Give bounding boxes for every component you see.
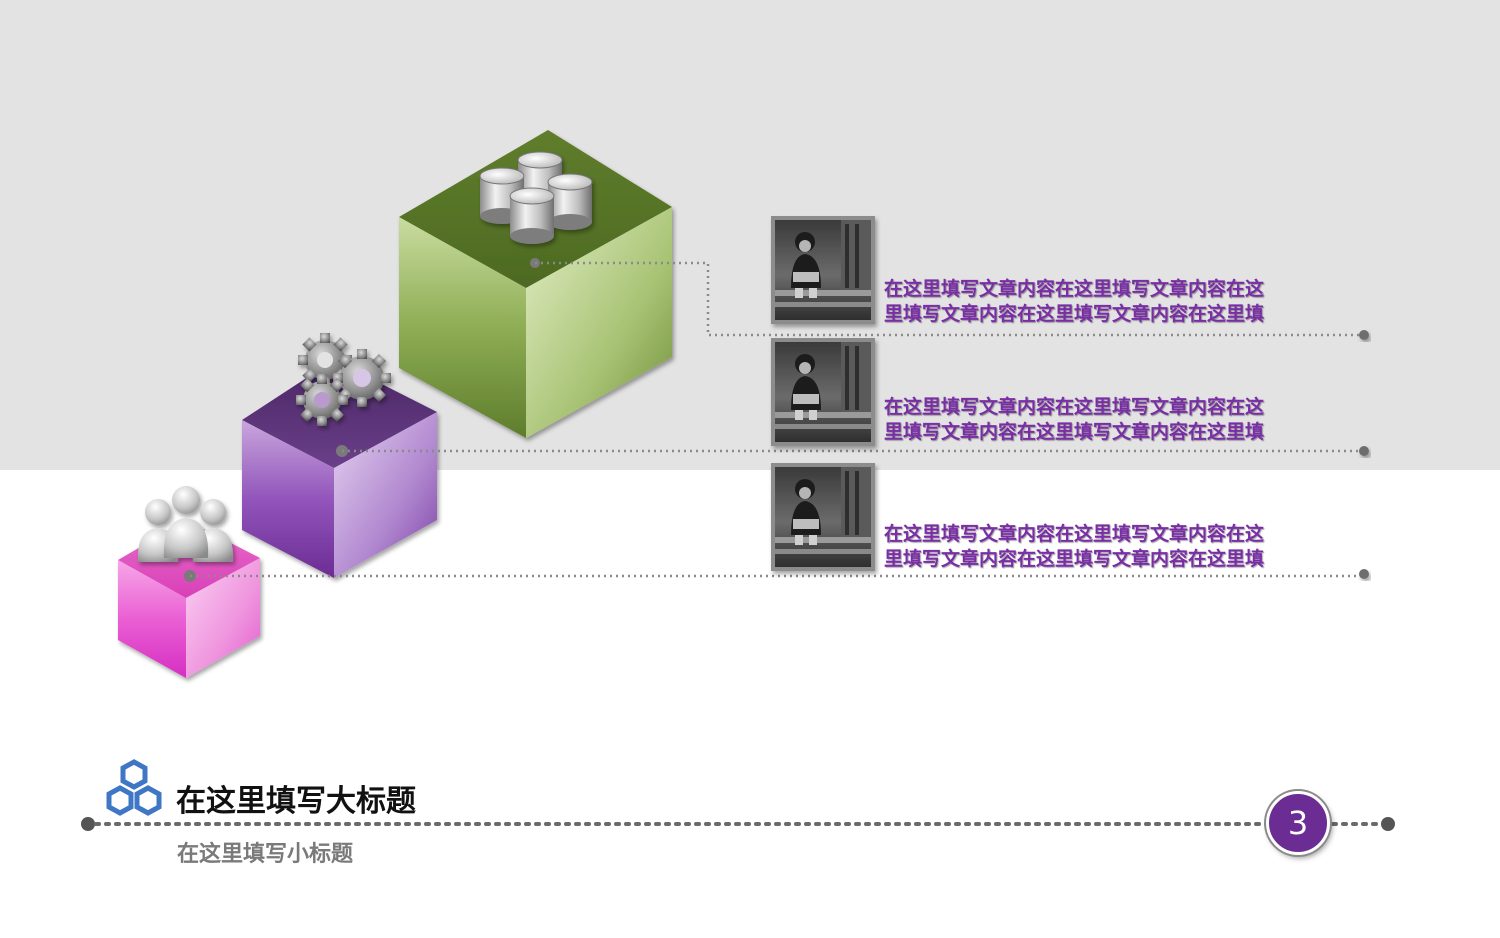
connector-line-1 <box>530 258 1369 340</box>
footer-divider <box>81 817 1395 831</box>
item-text-3: 在这里填写文章内容在这里填写文章内容在这 里填写文章内容在这里填写文章内容在这里… <box>884 522 1314 572</box>
hexagon-logo-icon <box>106 759 162 816</box>
connector-line-2 <box>336 445 1369 457</box>
item-text-1-line1: 在这里填写文章内容在这里填写文章内容在这 <box>884 278 1265 300</box>
magenta-cube <box>118 520 260 678</box>
gears-icon <box>296 333 391 426</box>
top-background-band <box>0 0 1500 470</box>
item-text-1: 在这里填写文章内容在这里填写文章内容在这 里填写文章内容在这里填写文章内容在这里… <box>884 277 1314 327</box>
photo-thumbnail-1 <box>771 216 875 324</box>
database-icon <box>479 151 593 244</box>
item-text-2-line1: 在这里填写文章内容在这里填写文章内容在这 <box>884 396 1265 418</box>
page-number-badge: 3 <box>1266 791 1330 855</box>
slide-subtitle: 在这里填写小标题 <box>177 842 354 867</box>
item-text-2: 在这里填写文章内容在这里填写文章内容在这 里填写文章内容在这里填写文章内容在这里… <box>884 395 1314 445</box>
people-icon <box>137 486 234 562</box>
item-text-3-line2: 里填写文章内容在这里填写文章内容在这里填 <box>884 548 1265 570</box>
photo-thumbnail-2 <box>771 338 875 446</box>
item-text-2-line2: 里填写文章内容在这里填写文章内容在这里填 <box>884 421 1265 443</box>
photo-thumbnail-3 <box>771 463 875 571</box>
slide-title: 在这里填写大标题 <box>176 784 416 819</box>
connector-line-3 <box>184 569 1369 582</box>
item-text-1-line2: 里填写文章内容在这里填写文章内容在这里填 <box>884 303 1265 325</box>
item-text-3-line1: 在这里填写文章内容在这里填写文章内容在这 <box>884 523 1265 545</box>
